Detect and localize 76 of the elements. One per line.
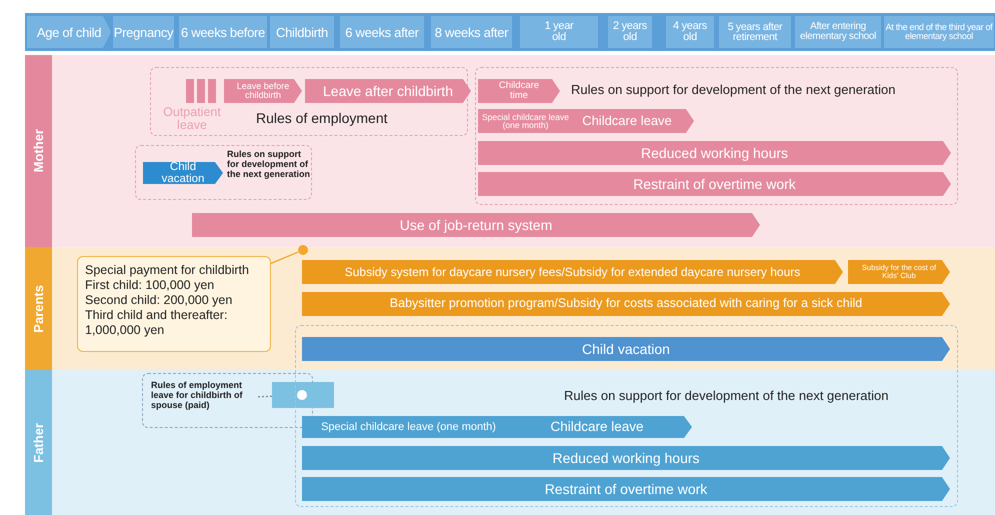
arrow-bar — [478, 141, 951, 165]
tab-label: After entering elementary school — [798, 22, 878, 42]
dashed-group-frame — [150, 67, 468, 136]
marker-block — [272, 382, 334, 408]
callout-text: First child: 100,000 yen — [85, 278, 216, 293]
timeline-header-tab — [608, 16, 652, 48]
bar-label: Child vacation — [160, 160, 206, 186]
lane-band — [25, 55, 995, 247]
arrow-bar — [478, 109, 694, 133]
bar-label: Use of job-return system — [400, 218, 552, 232]
bar-label: Reduced working hours — [552, 450, 700, 466]
callout-text: Third child and thereafter: 1,000,000 yen — [85, 308, 228, 338]
bar-label: Babysitter promotion program/Subsidy for costs associated with caring for a sick child — [390, 297, 862, 311]
timeline-header-tab — [340, 16, 424, 48]
tab-label: Age of child — [36, 26, 102, 38]
timeline-header-tab — [666, 16, 714, 48]
bar-label: Reduced working hours — [640, 146, 788, 160]
arrow-bar — [302, 416, 692, 438]
bar-label: Childcare leave — [581, 114, 673, 128]
dashed-group-frame — [135, 145, 312, 200]
arrow-bar — [478, 172, 951, 196]
tab-label: Childbirth — [276, 26, 328, 38]
callout-box — [77, 256, 271, 352]
arrow-bar — [848, 260, 950, 284]
tab-label: 5 years after retirement — [726, 22, 784, 42]
group-heading: Rules of employment — [256, 111, 389, 126]
timeline-header-tab — [520, 16, 598, 48]
bar-label: Restraint of overtime work — [633, 176, 796, 192]
arrow-bar — [302, 337, 950, 361]
tab-label: 6 weeks after — [345, 26, 419, 38]
timeline-header-tab — [179, 16, 267, 48]
bar-label: Restraint of overtime work — [544, 482, 708, 496]
tab-label: 2 years old — [612, 21, 648, 43]
tab-label: 4 years old — [672, 21, 708, 43]
leader-line — [270, 252, 298, 264]
bar-label: Leave after childbirth — [323, 84, 453, 98]
arrow-bar — [478, 79, 560, 103]
group-heading: Rules of employment leave for childbirth of spouse (paid) — [151, 381, 244, 411]
arrow-bar — [302, 446, 950, 470]
tab-label: Pregnancy — [114, 26, 174, 38]
bar-label: Child vacation — [582, 342, 670, 356]
tab-label: 6 weeks before — [181, 26, 265, 38]
bar-label: Childcare leave — [549, 420, 645, 434]
dashed-group-frame — [475, 67, 958, 205]
timeline-header-tab — [113, 16, 174, 48]
callout-text: Special payment for childbirth — [85, 263, 250, 278]
arrow-bar — [192, 213, 760, 237]
group-heading: Rules on support for development of the next generation — [564, 389, 890, 404]
arrow-bar — [305, 79, 471, 103]
bar-label: Leave before childbirth — [236, 82, 290, 100]
arrow-bar — [302, 260, 843, 284]
timeline-header-tab — [719, 16, 791, 48]
callout-text: Second child: 200,000 yen — [85, 293, 234, 308]
arrow-bar — [302, 477, 950, 501]
timeline-header-tab — [795, 16, 881, 48]
arrow-bar — [224, 79, 302, 103]
bar-label: Subsidy system for daycare nursery fees/Subsidy for extended daycare nursery hours — [344, 266, 800, 278]
timeline-header-tab — [884, 16, 994, 48]
bar-label: Childcare time — [498, 81, 540, 101]
tab-label: 1 year old — [544, 21, 574, 43]
arrow-bar — [302, 292, 950, 316]
timeline-header-tab — [270, 16, 334, 48]
lane-label: Father — [31, 422, 46, 462]
tab-label: At the end of the third year of elementary school — [885, 23, 993, 41]
group-heading: Rules on support for development of the next generation — [227, 150, 311, 180]
bar-label: Special childcare leave (one month) — [320, 422, 497, 432]
group-heading: Rules on support for development of the next generation — [571, 83, 896, 98]
lane-label: Mother — [31, 129, 46, 173]
marker-label: Outpatient leave — [162, 106, 222, 131]
timeline-header-tab — [27, 16, 111, 48]
tab-label: 8 weeks after — [434, 26, 508, 38]
lane-label: Parents — [31, 284, 46, 332]
leader-line — [258, 396, 272, 398]
arrow-bar — [143, 162, 223, 184]
bar-label: Special childcare leave (one month) — [481, 112, 570, 130]
timeline-header-tab — [431, 16, 512, 48]
